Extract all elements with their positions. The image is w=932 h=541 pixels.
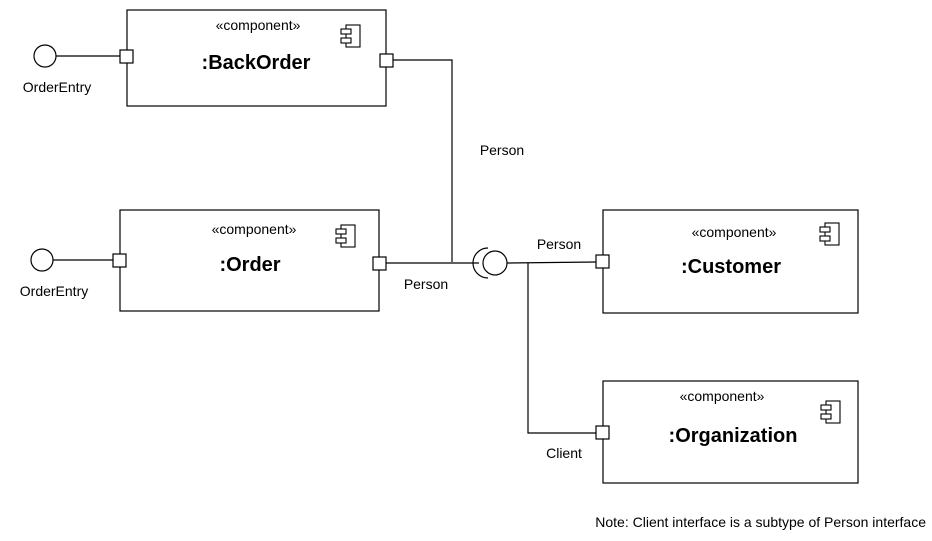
backorder-left-port[interactable]: [119, 49, 134, 64]
organization-component[interactable]: «component» :Organization: [602, 380, 859, 484]
customer-person-label: Person: [537, 236, 581, 252]
backorder-orderentry-label: OrderEntry: [23, 79, 91, 95]
order-component[interactable]: «component» :Order: [119, 209, 380, 312]
organization-left-port[interactable]: [595, 425, 610, 440]
backorder-right-port[interactable]: [379, 53, 394, 68]
order-stereotype: «component»: [212, 221, 297, 237]
customer-name: :Customer: [681, 256, 781, 278]
component-icon: [819, 222, 840, 246]
backorder-orderentry-interface[interactable]: [33, 44, 120, 68]
order-right-port[interactable]: [372, 256, 387, 271]
component-icon: [335, 224, 356, 248]
organization-stereotype: «component»: [680, 388, 765, 404]
provided-person-connectors: [506, 261, 597, 434]
customer-left-port[interactable]: [595, 254, 610, 269]
backorder-person-label: Person: [480, 142, 524, 158]
provided-interface-circle-icon: [33, 44, 57, 68]
backorder-component[interactable]: «component» :BackOrder: [126, 9, 387, 107]
order-left-port[interactable]: [112, 253, 127, 268]
order-orderentry-interface[interactable]: [30, 248, 113, 272]
order-name: :Order: [219, 254, 280, 276]
order-orderentry-label: OrderEntry: [20, 283, 88, 299]
diagram-note: Note: Client interface is a subtype of P…: [595, 514, 926, 530]
component-icon: [820, 400, 841, 424]
order-person-label: Person: [404, 276, 448, 292]
provided-interface-circle-icon: [30, 248, 54, 272]
customer-component[interactable]: «component» :Customer: [602, 209, 859, 314]
backorder-name: :BackOrder: [202, 52, 311, 74]
provided-interface-ball-icon[interactable]: [482, 250, 508, 276]
customer-stereotype: «component»: [692, 224, 777, 240]
required-person-connectors: [386, 59, 479, 264]
organization-name: :Organization: [669, 425, 798, 447]
required-interface-socket-icon[interactable]: [472, 247, 489, 279]
organization-client-label: Client: [546, 445, 582, 461]
backorder-stereotype: «component»: [216, 17, 301, 33]
component-icon: [340, 24, 361, 48]
